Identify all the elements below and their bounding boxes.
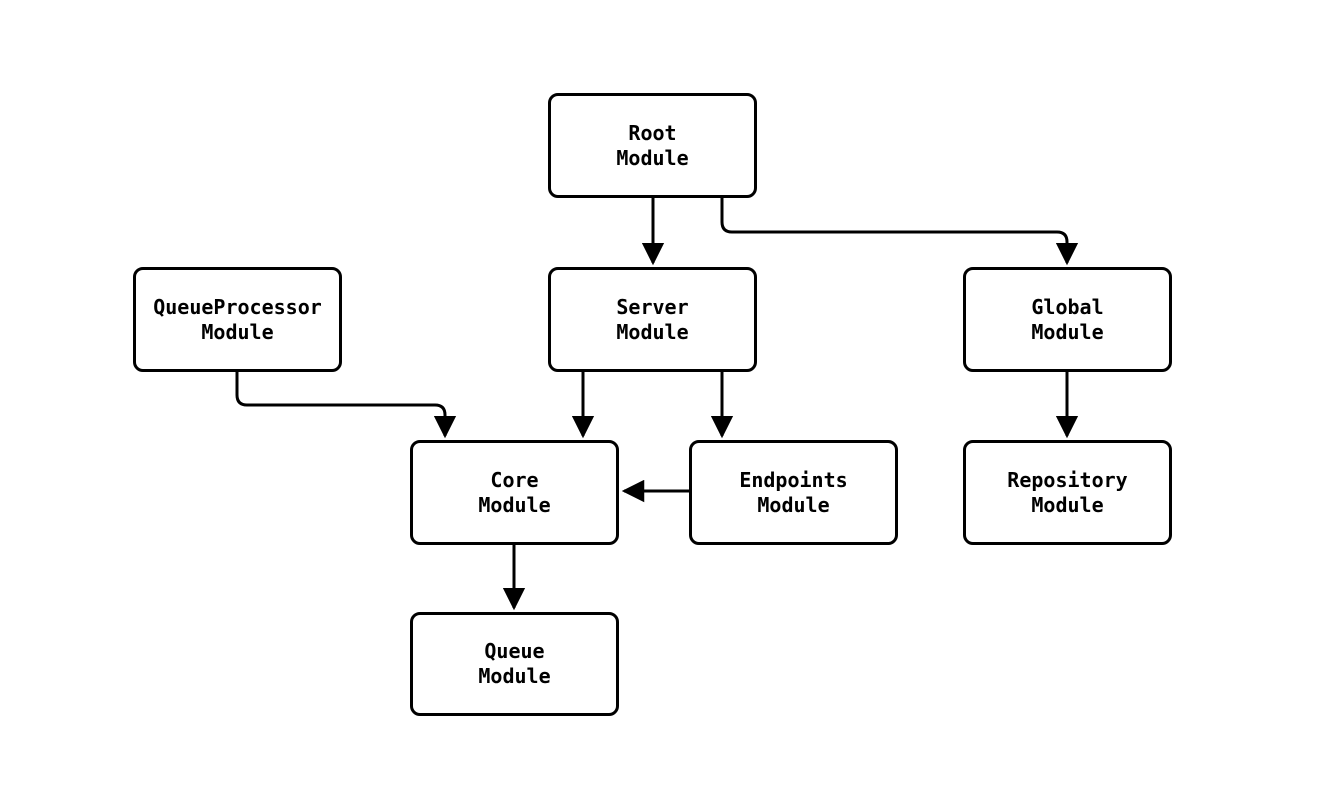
node-global-module-label: Global Module — [1031, 294, 1104, 344]
node-endpoints-module: Endpoints Module — [689, 440, 898, 545]
node-queueprocessor-module: QueueProcessor Module — [133, 267, 342, 372]
node-queue-module: Queue Module — [410, 612, 619, 716]
node-repository-module: Repository Module — [963, 440, 1172, 545]
node-core-module: Core Module — [410, 440, 619, 545]
node-repository-module-label: Repository Module — [1007, 467, 1128, 517]
node-queueprocessor-module-label: QueueProcessor Module — [153, 294, 322, 344]
node-root-module-label: Root Module — [616, 120, 689, 170]
node-queue-module-label: Queue Module — [478, 639, 551, 688]
node-server-module: Server Module — [548, 267, 757, 372]
node-global-module: Global Module — [963, 267, 1172, 372]
node-core-module-label: Core Module — [478, 467, 551, 517]
node-server-module-label: Server Module — [616, 294, 689, 344]
node-endpoints-module-label: Endpoints Module — [739, 467, 848, 517]
edge-queueprocessor-to-core-arrow — [235, 372, 457, 439]
edge-root-to-global-arrow — [720, 197, 1079, 266]
node-root-module: Root Module — [548, 93, 757, 198]
